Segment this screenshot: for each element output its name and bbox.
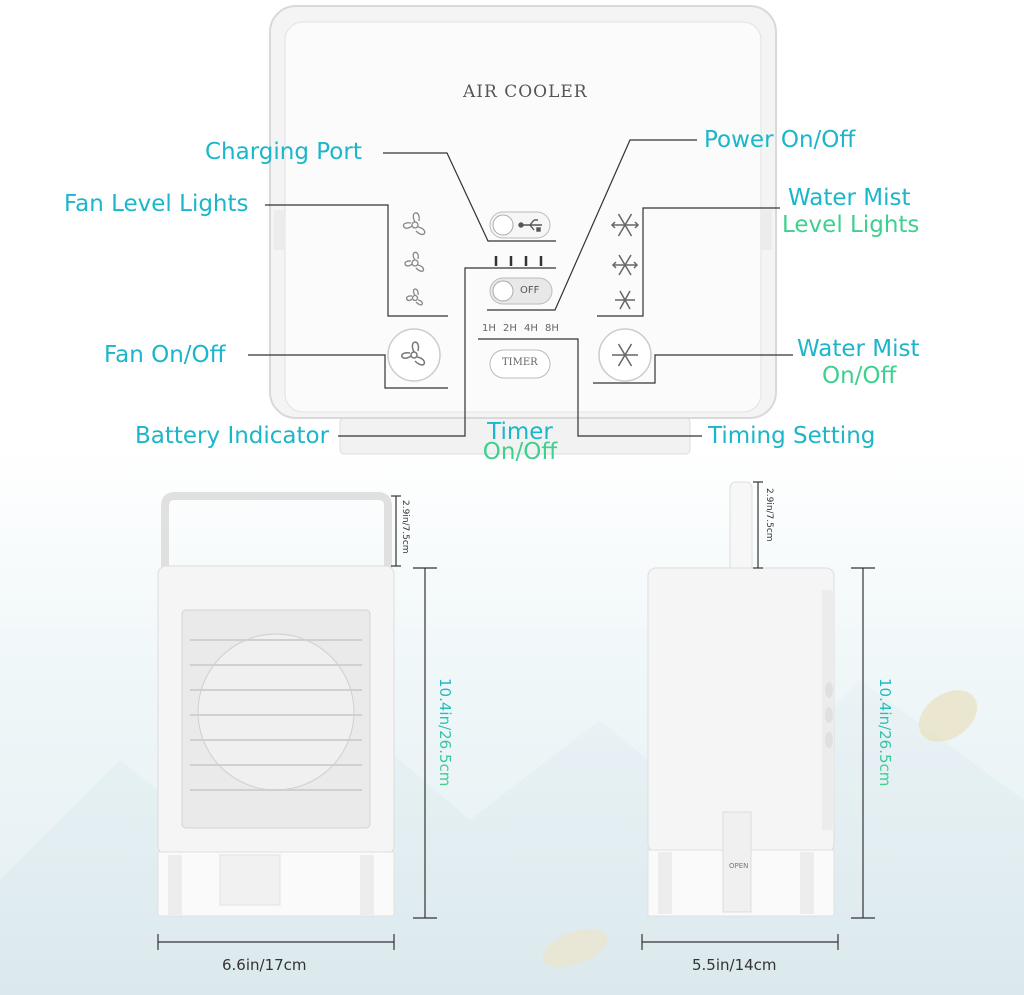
callout-power: Power On/Off — [704, 127, 856, 153]
fan-level-icons — [402, 212, 426, 306]
background-mountains — [0, 680, 1024, 995]
side-open-label: OPEN — [729, 862, 749, 870]
timer-button — [489, 349, 551, 379]
callout-fan-onoff: Fan On/Off — [104, 342, 226, 368]
timer-mark-2h: 2H — [503, 323, 517, 334]
timer-button-label[interactable]: TIMER — [502, 357, 538, 368]
callout-fan-level-lights: Fan Level Lights — [64, 191, 249, 217]
front-height-value: 10.4in/26.5cm — [436, 678, 454, 787]
callout-water-mist-onoff-line1: Water Mist — [797, 336, 920, 362]
callout-water-mist-onoff-line2: On/Off — [822, 363, 897, 389]
front-width-dimension: 6.6in/17cm — [222, 956, 307, 974]
fan-button — [387, 328, 441, 382]
callout-water-mist-level-line2: Level Lights — [782, 212, 920, 238]
callout-battery-indicator: Battery Indicator — [135, 423, 330, 449]
mist-level-icons — [610, 213, 640, 310]
power-switch-off-label: OFF — [520, 285, 540, 296]
mist-button-icon — [612, 343, 638, 367]
side-height-dimension: 10.4in/26.5cm — [876, 678, 894, 786]
battery-indicator-lights — [494, 256, 543, 266]
timer-mark-1h: 1H — [482, 323, 496, 334]
callout-water-mist-level-line1: Water Mist — [788, 185, 911, 211]
side-view — [647, 481, 835, 917]
usb-icon — [518, 219, 542, 232]
panel-title: AIR COOLER — [463, 82, 588, 102]
fan-button-icon — [401, 341, 426, 366]
leaf-decoration — [542, 928, 608, 968]
callout-timer-line2: On/Off — [482, 439, 558, 465]
front-view — [157, 492, 395, 917]
callout-timing-setting: Timing Setting — [708, 423, 876, 449]
timer-mark-4h: 4H — [524, 323, 538, 334]
callout-charging-port: Charging Port — [205, 139, 362, 165]
side-width-dimension: 5.5in/14cm — [692, 956, 777, 974]
leaf-decoration — [918, 690, 978, 742]
side-height-value: 10.4in/26.5cm — [876, 678, 894, 787]
callout-timer-line1: Timer — [487, 419, 553, 445]
front-height-dimension: 10.4in/26.5cm — [436, 678, 454, 786]
front-handle-dimension: 2.9in/7.5cm — [400, 500, 410, 554]
timer-mark-8h: 8H — [545, 323, 559, 334]
side-handle-dimension: 2.9in/7.5cm — [764, 488, 774, 542]
